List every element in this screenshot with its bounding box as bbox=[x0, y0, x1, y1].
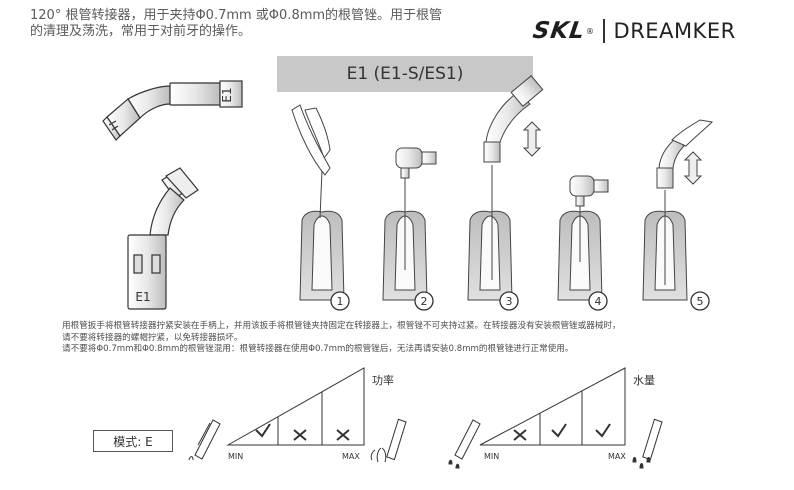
power-max-label: MAX bbox=[342, 452, 360, 461]
intro-line-2: 的清理及荡洗，常用于对前牙的操作。 bbox=[30, 24, 252, 39]
power-cross-icon bbox=[293, 429, 307, 441]
power-title: 功率 bbox=[372, 373, 394, 387]
adapter-top-label: E1 bbox=[220, 87, 234, 102]
step-number-4: 4 bbox=[595, 295, 602, 308]
power-cross-icon bbox=[336, 429, 350, 441]
brand-divider bbox=[603, 19, 605, 43]
adapter-top-icon bbox=[102, 80, 243, 141]
water-chart bbox=[448, 367, 663, 469]
step-numbers bbox=[330, 291, 710, 311]
water-cross-icon bbox=[513, 429, 527, 441]
adapter-bottom-label: E1 bbox=[135, 290, 150, 304]
water-title: 水量 bbox=[633, 374, 655, 387]
adapter-bottom-icon bbox=[127, 167, 199, 310]
instructions-line-2: 请不要将转接器的螺帽拧紧，以免转接器损坏。 bbox=[62, 332, 243, 343]
power-min-label: MIN bbox=[228, 452, 243, 461]
instructions-line-1: 用根管扳手将根管转接器拧紧安装在手柄上，并用该扳手将根管锉夹持固定在转接器上，根… bbox=[62, 321, 621, 331]
step-2-tooth-icon bbox=[382, 147, 437, 301]
step-1-tooth-icon bbox=[291, 104, 345, 301]
intro-text: 120° 根管转接器，用于夹持Φ0.7mm 或Φ0.8mm的根管锉。用于根管 的… bbox=[30, 8, 500, 40]
water-min-label: MIN bbox=[484, 452, 499, 461]
intro-line-1: 120° 根管转接器，用于夹持Φ0.7mm 或Φ0.8mm的根管锉。用于根管 bbox=[30, 8, 443, 23]
registered-mark-icon: ® bbox=[586, 26, 595, 36]
brand-name: DREAMKER bbox=[613, 19, 736, 43]
water-check-icon bbox=[551, 423, 567, 438]
mode-label: 模式: E bbox=[93, 430, 173, 452]
step-number-2: 2 bbox=[421, 295, 428, 308]
steps-illustration bbox=[291, 75, 714, 301]
step-number-1: 1 bbox=[337, 295, 344, 308]
power-check-icon bbox=[255, 423, 271, 438]
step-number-5: 5 bbox=[697, 295, 704, 308]
brand-logo: SKL ® DREAMKER bbox=[531, 16, 736, 46]
instructions-line-3: 请不要将Φ0.7mm和Φ0.8mm的根管锉混用：根管转接器在使用Φ0.7mm的根… bbox=[62, 344, 574, 354]
power-chart bbox=[188, 367, 407, 463]
step-5-tooth-icon bbox=[642, 119, 714, 301]
instructions-text: 用根管扳手将根管转接器拧紧安装在手柄上，并用该扳手将根管锉夹持固定在转接器上，根… bbox=[62, 321, 782, 356]
product-title: E1 (E1-S/ES1) bbox=[277, 56, 533, 92]
step-number-3: 3 bbox=[506, 295, 513, 308]
up-down-arrow-icon bbox=[683, 151, 703, 185]
step-4-tooth-icon bbox=[557, 175, 609, 301]
step-3-tooth-icon bbox=[467, 75, 544, 301]
water-check-icon bbox=[595, 423, 611, 438]
up-down-arrow-icon bbox=[522, 121, 542, 157]
water-max-label: MAX bbox=[608, 452, 626, 461]
